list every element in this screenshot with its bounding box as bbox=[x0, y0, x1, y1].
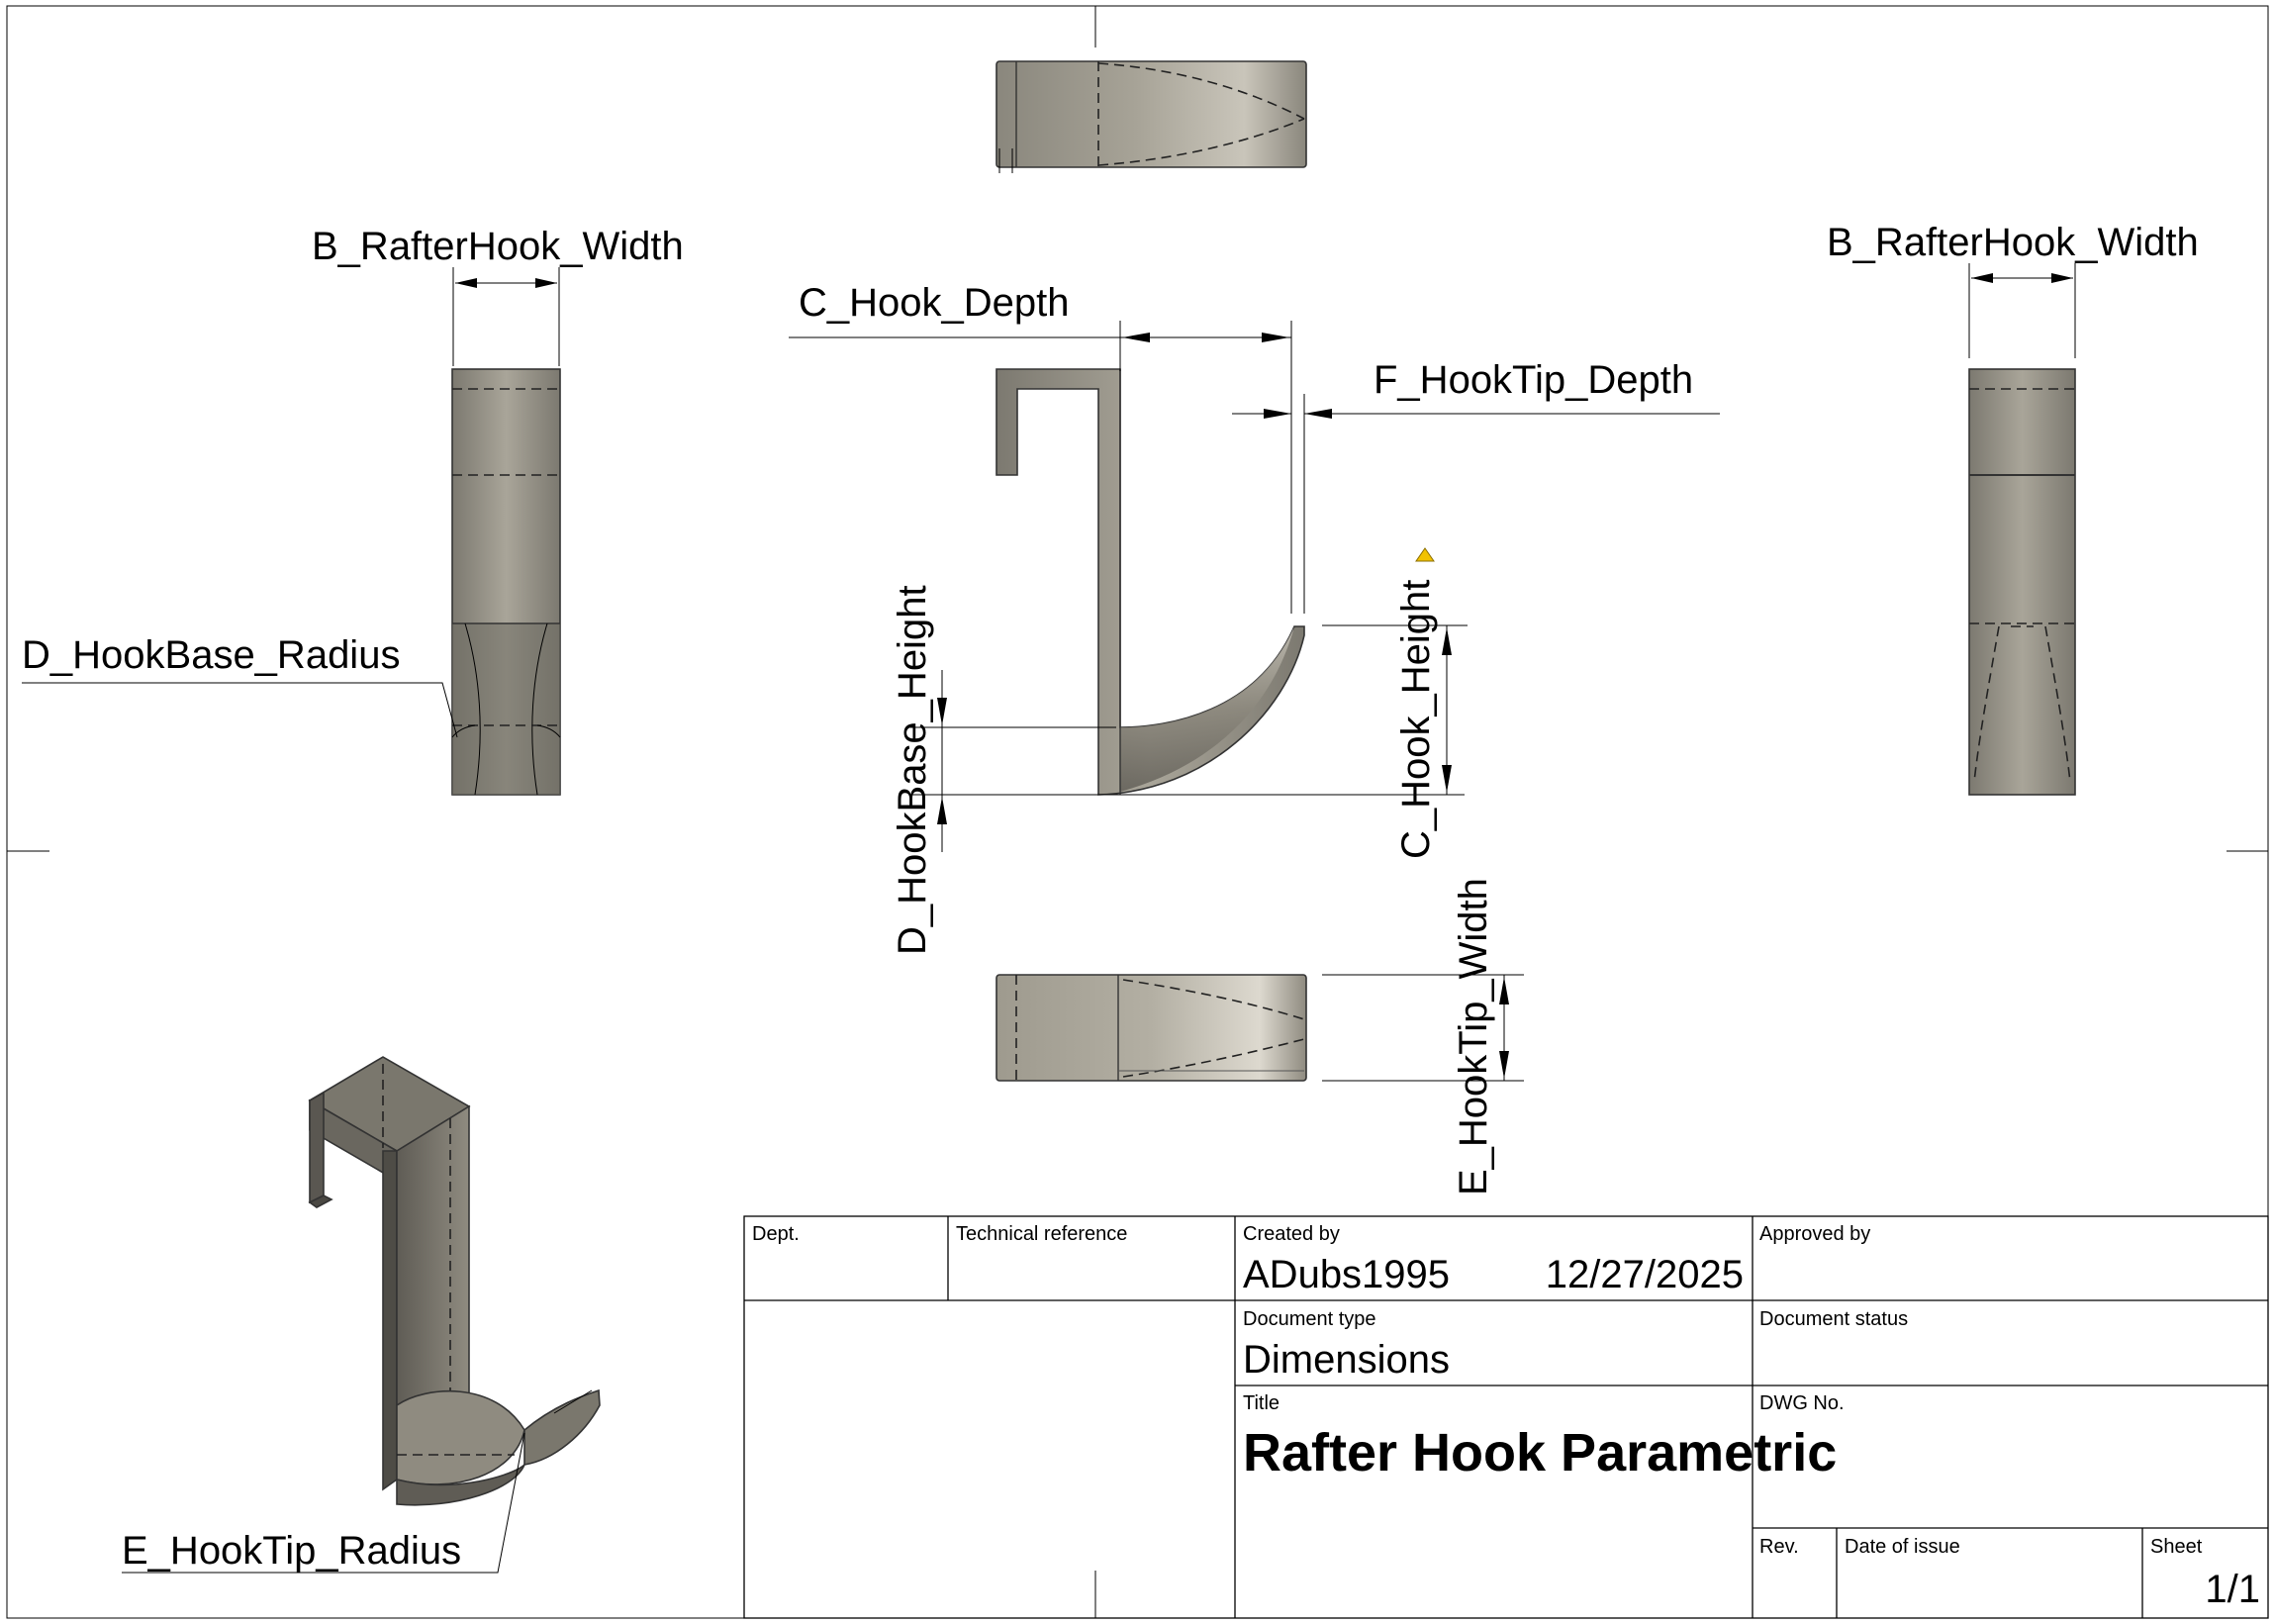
dim-b-right: B_RafterHook_Width bbox=[1827, 221, 2199, 358]
dim-f-tip-depth: F_HookTip_Depth bbox=[1232, 358, 1720, 614]
dim-label-c-depth: C_Hook_Depth bbox=[799, 281, 1070, 325]
created-date-value: 12/27/2025 bbox=[1546, 1253, 1744, 1296]
sheet-label: Sheet bbox=[2150, 1536, 2203, 1558]
dim-e-tip-width: E_HookTip_Width bbox=[1322, 878, 1524, 1195]
isometric-view bbox=[308, 1056, 601, 1506]
title-block: Dept. Technical reference Created by ADu… bbox=[743, 1215, 2269, 1619]
technical-reference-label: Technical reference bbox=[956, 1223, 1127, 1245]
dim-label-e-tip-radius: E_HookTip_Radius bbox=[122, 1529, 461, 1573]
rev-label: Rev. bbox=[1759, 1536, 1799, 1558]
top-view bbox=[995, 60, 1307, 173]
dim-label-c-height: C_Hook_Height bbox=[1394, 580, 1438, 859]
warning-icon bbox=[1415, 547, 1435, 562]
left-side-view bbox=[451, 368, 561, 796]
document-type-label: Document type bbox=[1243, 1308, 1376, 1330]
date-of-issue-label: Date of issue bbox=[1845, 1536, 1960, 1558]
dim-d-base-radius: D_HookBase_Radius bbox=[22, 633, 458, 738]
created-by-value: ADubs1995 bbox=[1243, 1253, 1450, 1296]
document-status-label: Document status bbox=[1759, 1308, 1908, 1330]
dim-label-e-tip-width: E_HookTip_Width bbox=[1452, 878, 1495, 1195]
dim-label-d-base-height: D_HookBase_Height bbox=[891, 585, 934, 955]
dim-c-depth: C_Hook_Depth bbox=[789, 281, 1292, 614]
created-by-label: Created by bbox=[1243, 1223, 1340, 1245]
front-view bbox=[995, 368, 1305, 796]
sheet-value: 1/1 bbox=[2205, 1568, 2260, 1611]
dim-d-base-height: D_HookBase_Height bbox=[891, 585, 1465, 955]
drawing-title: Rafter Hook Parametric bbox=[1243, 1423, 1837, 1482]
dwg-no-label: DWG No. bbox=[1759, 1392, 1845, 1414]
dim-label-d-base-radius: D_HookBase_Radius bbox=[22, 633, 400, 677]
dim-c-height: C_Hook_Height bbox=[1322, 547, 1468, 859]
dim-label-f-tip-depth: F_HookTip_Depth bbox=[1374, 358, 1693, 402]
dept-label: Dept. bbox=[752, 1223, 800, 1245]
document-type-value: Dimensions bbox=[1243, 1338, 1450, 1382]
dim-e-tip-radius: E_HookTip_Radius bbox=[122, 1432, 525, 1574]
dim-label-b-left: B_RafterHook_Width bbox=[312, 225, 684, 268]
right-side-view bbox=[1968, 368, 2076, 796]
bottom-view bbox=[995, 974, 1307, 1082]
dim-b-left: B_RafterHook_Width bbox=[312, 225, 684, 366]
dim-label-b-right: B_RafterHook_Width bbox=[1827, 221, 2199, 264]
approved-by-label: Approved by bbox=[1759, 1223, 1870, 1245]
title-label: Title bbox=[1243, 1392, 1280, 1414]
